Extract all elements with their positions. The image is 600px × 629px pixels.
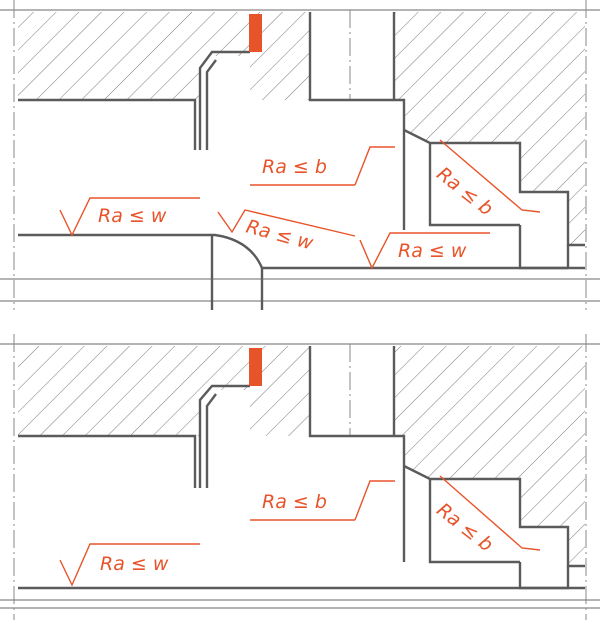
top-ra-b-label-1: Ra ≤ b bbox=[262, 156, 327, 178]
top-right-housing-hatch bbox=[394, 12, 585, 245]
top-view: Ra ≤ b Ra ≤ b Ra ≤ w Ra ≤ w Ra ≤ w bbox=[0, 0, 600, 310]
bottom-groove-inner bbox=[205, 393, 217, 488]
bottom-ra-w-label-1: Ra ≤ w bbox=[100, 553, 169, 575]
bottom-ra-b-label-1: Ra ≤ b bbox=[262, 491, 327, 513]
bottom-step-inner bbox=[428, 479, 520, 564]
top-step-lower bbox=[518, 225, 568, 270]
bottom-groove-clear bbox=[200, 390, 250, 436]
top-housing-outline-mid bbox=[308, 12, 406, 230]
bottom-annotation-ra-b-1: Ra ≤ b bbox=[250, 480, 395, 521]
top-ra-w-label-1: Ra ≤ w bbox=[98, 205, 167, 227]
top-groove-outline bbox=[198, 50, 250, 150]
top-seal-element bbox=[249, 14, 262, 52]
top-shaft-outline bbox=[18, 233, 585, 270]
top-annotation-ra-w-2: Ra ≤ w bbox=[217, 209, 356, 255]
bottom-groove-outline bbox=[198, 384, 250, 488]
bottom-ra-b-label-2: Ra ≤ b bbox=[432, 499, 497, 556]
top-ra-w-label-3: Ra ≤ w bbox=[398, 240, 467, 262]
bottom-housing-hatch bbox=[18, 346, 310, 436]
top-housing-hatch bbox=[18, 12, 310, 100]
bottom-housing-outline-left bbox=[18, 434, 197, 488]
top-annotation-ra-w-1: Ra ≤ w bbox=[59, 197, 200, 237]
top-groove-inner bbox=[205, 59, 217, 150]
top-ra-w-label-2: Ra ≤ w bbox=[244, 216, 316, 255]
bottom-housing-outline-mid bbox=[308, 346, 406, 562]
top-annotation-ra-w-3: Ra ≤ w bbox=[359, 232, 490, 270]
bottom-step-lower bbox=[518, 562, 570, 590]
top-groove-clear bbox=[200, 56, 250, 100]
top-annotation-ra-b-1: Ra ≤ b bbox=[250, 146, 395, 186]
top-housing-outline-left bbox=[18, 98, 197, 150]
bottom-view: Ra ≤ b Ra ≤ b Ra ≤ w bbox=[0, 334, 600, 620]
top-step-inner bbox=[428, 143, 520, 227]
bottom-right-housing-hatch bbox=[394, 346, 585, 566]
bottom-annotation-ra-w-1: Ra ≤ w bbox=[59, 543, 200, 587]
bottom-seal-element bbox=[249, 348, 262, 386]
top-ra-b-label-2: Ra ≤ b bbox=[432, 163, 497, 220]
